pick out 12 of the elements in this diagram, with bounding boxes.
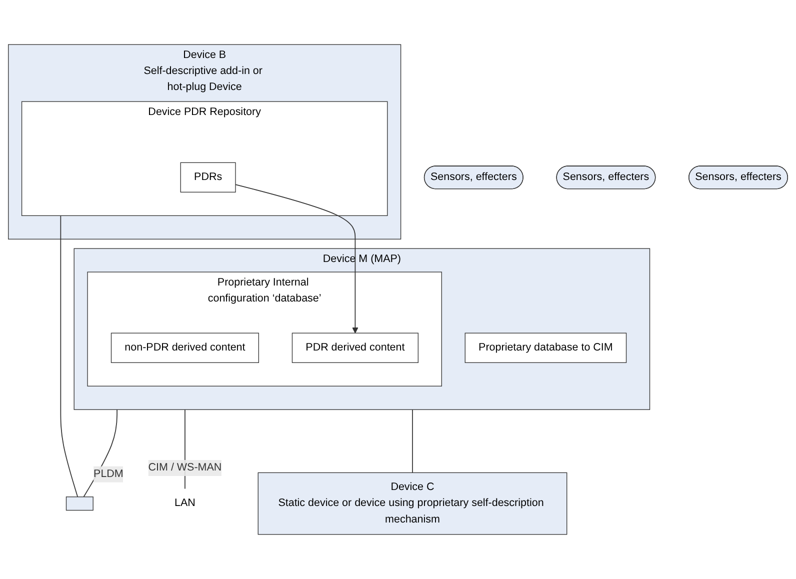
node-box (66, 496, 94, 511)
connector (412, 409, 413, 474)
connector (60, 215, 78, 498)
edge-label: CIM / WS-MAN (148, 462, 222, 474)
node-box: Device C Static device or device using proprietary self-description mechanism (258, 472, 568, 535)
node-box: PDRs (180, 162, 236, 192)
node-box: non-PDR derived content (110, 332, 259, 363)
edge-label: PLDM (94, 468, 124, 480)
node-box: Proprietary database to CIM (464, 332, 627, 363)
node-text: LAN (174, 498, 196, 509)
node-box: PDR derived content (292, 332, 418, 363)
arrow (235, 184, 358, 334)
